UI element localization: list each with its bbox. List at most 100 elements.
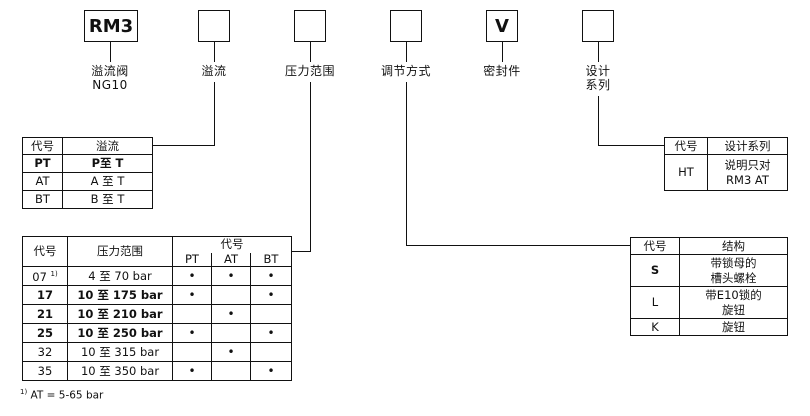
- pressure-range-cell: 10 至 175 bar: [67, 285, 173, 305]
- code-box-design: [582, 10, 614, 42]
- overflow-table-header-overflow: 溢流: [62, 137, 153, 155]
- availability-dot: •: [267, 268, 275, 283]
- availability-dot: •: [227, 306, 235, 321]
- pressure-bt-cell: •: [250, 323, 292, 343]
- footnote-mark: 1): [20, 388, 28, 396]
- design-table: 代号 设计系列 HT 说明只对 RM3 AT: [664, 137, 788, 191]
- structure-table-header-structure: 结构: [679, 237, 788, 255]
- pressure-bt-cell: •: [250, 285, 292, 305]
- pressure-code-cell: 21: [22, 304, 68, 324]
- pressure-table-subheader-bt: BT: [250, 252, 292, 267]
- leader-line-pressure: [292, 251, 311, 252]
- pressure-at-cell: •: [210, 266, 252, 286]
- pressure-bt-cell: •: [250, 266, 292, 286]
- pressure-table-subheader-at: AT: [210, 252, 252, 267]
- pressure-at-cell: •: [210, 304, 252, 324]
- pressure-range-cell: 10 至 210 bar: [67, 304, 173, 324]
- pressure-table: 代号 压力范围 代号 PT AT BT 07 1)4 至 70 bar•••17…: [22, 236, 292, 381]
- design-code-cell: HT: [664, 154, 708, 191]
- code-box-overflow: [198, 10, 230, 42]
- footnote-text: AT = 5-65 bar: [30, 389, 104, 402]
- code-box-seal: V: [486, 10, 518, 42]
- pressure-pt-cell: •: [172, 323, 212, 343]
- pressure-table-header-code: 代号: [22, 236, 68, 267]
- overflow-desc-cell: B 至 T: [62, 190, 153, 209]
- connector-line: [502, 42, 503, 62]
- availability-dot: •: [188, 268, 196, 283]
- pressure-table-header-code-group: 代号: [172, 236, 292, 253]
- availability-dot: •: [188, 363, 196, 378]
- overflow-desc-cell: P至 T: [62, 154, 153, 173]
- pressure-range-cell: 10 至 350 bar: [67, 361, 173, 381]
- structure-code-cell: L: [630, 286, 680, 319]
- structure-table: 代号 结构 S 带锁母的 槽头螺栓 L 带E10锁的 旋钮 K 旋钮: [630, 237, 788, 336]
- pressure-pt-cell: •: [172, 266, 212, 286]
- structure-desc-cell: 旋钮: [679, 318, 788, 336]
- pressure-code-cell: 17: [22, 285, 68, 305]
- leader-line-pressure: [310, 82, 311, 252]
- pressure-code-cell: 35: [22, 361, 68, 381]
- pressure-at-cell: •: [210, 342, 252, 362]
- connector-line: [214, 42, 215, 62]
- pressure-pt-cell: [172, 304, 212, 324]
- leader-line-adjustment: [406, 245, 630, 246]
- code-box-adjustment: [390, 10, 422, 42]
- pressure-pt-cell: •: [172, 361, 212, 381]
- availability-dot: •: [267, 287, 275, 302]
- availability-dot: •: [227, 344, 235, 359]
- table-row: K 旋钮: [630, 318, 788, 336]
- leader-line-overflow: [153, 145, 215, 146]
- pressure-range-cell: 4 至 70 bar: [67, 266, 173, 286]
- pressure-bt-cell: [250, 304, 292, 324]
- footnote: 1) AT = 5-65 bar: [20, 388, 103, 402]
- label-adjustment: 调节方式: [380, 64, 431, 78]
- pressure-range-cell: 10 至 315 bar: [67, 342, 173, 362]
- connector-line: [598, 42, 599, 62]
- pressure-table-subheader-pt: PT: [172, 252, 212, 267]
- pressure-code-cell: 07 1): [22, 266, 68, 286]
- label-design-series: 设计系列: [585, 64, 611, 92]
- pressure-code-cell: 32: [22, 342, 68, 362]
- code-box-type: RM3: [84, 10, 138, 42]
- label-pressure-range: 压力范围: [284, 64, 335, 78]
- connector-line: [110, 42, 111, 62]
- overflow-code-cell: PT: [22, 154, 63, 173]
- label-seal: 密封件: [483, 64, 521, 78]
- label-overflow: 溢流: [201, 64, 227, 78]
- availability-dot: •: [227, 268, 235, 283]
- design-desc-cell: 说明只对 RM3 AT: [707, 154, 788, 191]
- pressure-table-header-range: 压力范围: [67, 236, 173, 267]
- pressure-code-cell: 25: [22, 323, 68, 343]
- pressure-bt-cell: [250, 342, 292, 362]
- pressure-range-cell: 10 至 250 bar: [67, 323, 173, 343]
- table-row: BT B 至 T: [22, 190, 153, 209]
- leader-line-design: [598, 96, 599, 146]
- overflow-code-cell: AT: [22, 172, 63, 191]
- pressure-at-cell: [210, 361, 252, 381]
- availability-dot: •: [267, 363, 275, 378]
- leader-line-design: [598, 145, 664, 146]
- leader-line-adjustment: [406, 82, 407, 246]
- table-row: L 带E10锁的 旋钮: [630, 286, 788, 319]
- connector-line: [406, 42, 407, 62]
- table-row: 07 1)4 至 70 bar • • •: [22, 266, 292, 286]
- overflow-desc-cell: A 至 T: [62, 172, 153, 191]
- structure-table-header-code: 代号: [630, 237, 680, 255]
- pressure-at-cell: [210, 323, 252, 343]
- overflow-table-header-code: 代号: [22, 137, 63, 155]
- connector-line: [310, 42, 311, 62]
- design-table-header-code: 代号: [664, 137, 708, 155]
- table-row: AT A 至 T: [22, 172, 153, 191]
- pressure-pt-cell: •: [172, 285, 212, 305]
- structure-desc-cell: 带锁母的 槽头螺栓: [679, 254, 788, 287]
- structure-code-cell: S: [630, 254, 680, 287]
- design-table-header-series: 设计系列: [707, 137, 788, 155]
- leader-line-overflow: [214, 82, 215, 146]
- availability-dot: •: [267, 325, 275, 340]
- structure-code-cell: K: [630, 318, 680, 336]
